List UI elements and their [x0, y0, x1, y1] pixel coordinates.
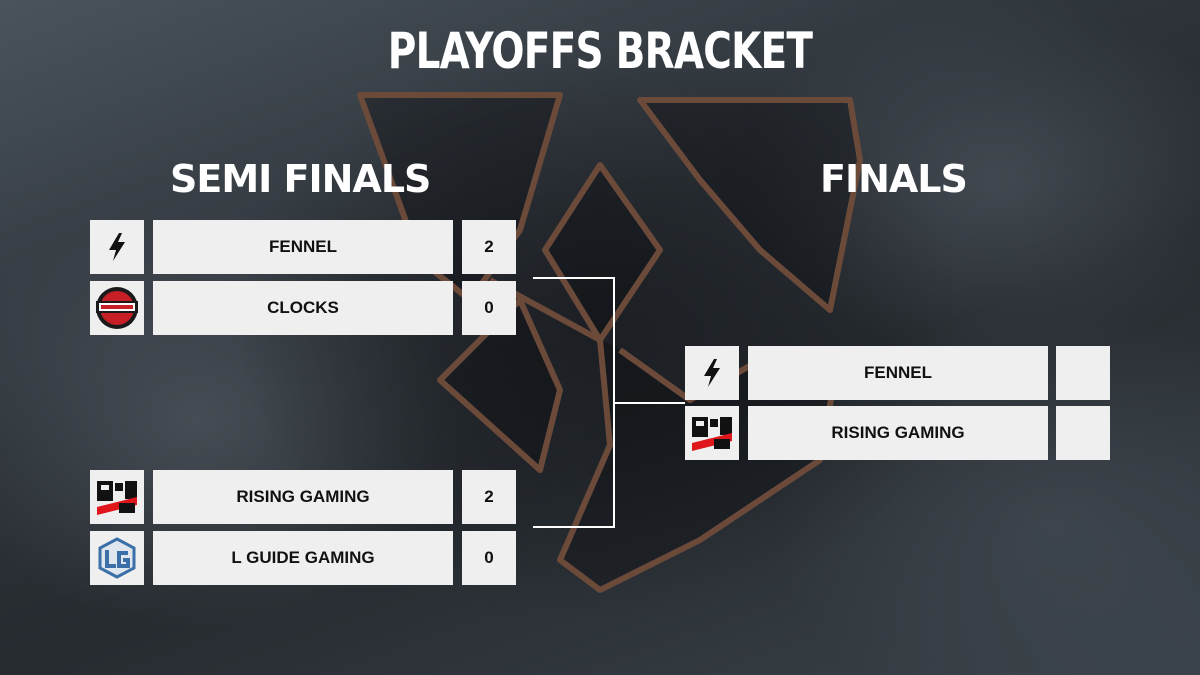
semi-match-1-team-2: CLOCKS 0 [90, 281, 520, 335]
l-guide-gaming-logo-icon [90, 531, 144, 585]
team-name: FENNEL [748, 346, 1048, 400]
team-name: RISING GAMING [748, 406, 1048, 460]
rising-gaming-logo-icon [90, 470, 144, 524]
team-score: 2 [462, 220, 516, 274]
team-score: 0 [462, 281, 516, 335]
finals-team-2: RISING GAMING [685, 406, 1115, 460]
team-score: 2 [462, 470, 516, 524]
page-title: PLAYOFFS BRACKET [387, 22, 813, 80]
semi-finals-heading: SEMI FINALS [170, 157, 431, 201]
team-name: RISING GAMING [153, 470, 453, 524]
team-name: FENNEL [153, 220, 453, 274]
semi-match-1-team-1: FENNEL 2 [90, 220, 520, 274]
finals-team-1: FENNEL [685, 346, 1115, 400]
clocks-logo-icon [90, 281, 144, 335]
fennel-logo-icon [685, 346, 739, 400]
team-name: CLOCKS [153, 281, 453, 335]
fennel-logo-icon [90, 220, 144, 274]
team-score [1056, 406, 1110, 460]
semi-match-2-team-2: L GUIDE GAMING 0 [90, 531, 520, 585]
team-score [1056, 346, 1110, 400]
semi-match-2-team-1: RISING GAMING 2 [90, 470, 520, 524]
finals-heading: FINALS [820, 157, 968, 201]
team-score: 0 [462, 531, 516, 585]
team-name: L GUIDE GAMING [153, 531, 453, 585]
rising-gaming-logo-icon [685, 406, 739, 460]
